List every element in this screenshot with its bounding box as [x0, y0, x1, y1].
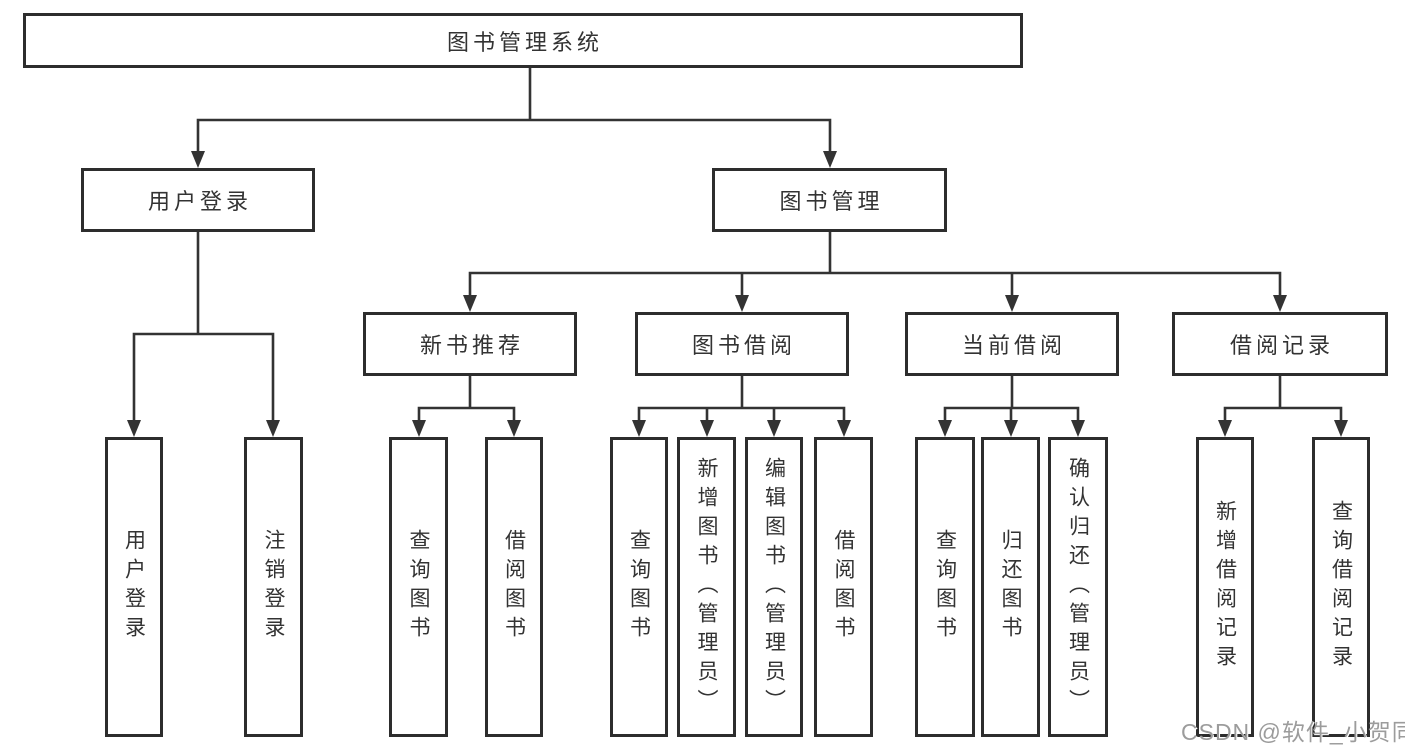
leaf-label: 新增图书（管理员）: [695, 456, 718, 718]
node-book-management: 图书管理: [712, 168, 947, 232]
leaf-query-books-current: 查询图书: [915, 437, 975, 737]
node-user-login: 用户登录: [81, 168, 315, 232]
node-label: 新书推荐: [419, 333, 524, 358]
arrow-down-icon: [632, 420, 646, 437]
arrow-down-icon: [1005, 295, 1019, 312]
arrow-down-icon: [412, 420, 426, 437]
leaf-label: 注销登录: [262, 529, 285, 645]
arrow-down-icon: [127, 420, 141, 437]
arrow-down-icon: [700, 420, 714, 437]
leaf-label: 查询图书: [933, 529, 957, 645]
node-label: 图书借阅: [691, 333, 796, 358]
arrow-down-icon: [735, 295, 749, 312]
node-label: 图书管理: [779, 189, 884, 214]
leaf-user-login: 用户登录: [105, 437, 163, 737]
arrow-down-icon: [266, 420, 280, 437]
leaf-add-books-admin: 新增图书（管理员）: [677, 437, 736, 737]
leaf-edit-books-admin: 编辑图书（管理员）: [745, 437, 803, 737]
leaf-confirm-return-admin: 确认归还（管理员）: [1048, 437, 1108, 737]
leaf-label: 编辑图书（管理员）: [762, 456, 786, 718]
leaf-return-books: 归还图书: [981, 437, 1040, 737]
leaf-logout-login: 注销登录: [244, 437, 303, 737]
arrow-down-icon: [1273, 295, 1287, 312]
leaf-borrow-books-recommend: 借阅图书: [485, 437, 543, 737]
leaf-label: 用户登录: [122, 529, 146, 645]
watermark: CSDN @软件_小贺同学: [1181, 719, 1405, 745]
leaf-borrow-books: 借阅图书: [814, 437, 873, 737]
leaf-label: 归还图书: [999, 529, 1022, 645]
leaf-query-books-borrow: 查询图书: [610, 437, 668, 737]
leaf-label: 查询图书: [627, 529, 651, 645]
leaf-label: 查询图书: [407, 529, 430, 645]
leaf-label: 确认归还（管理员）: [1066, 456, 1090, 718]
node-label: 用户登录: [147, 189, 252, 214]
node-label: 当前借阅: [961, 333, 1066, 358]
leaf-add-borrow-record: 新增借阅记录: [1196, 437, 1254, 737]
node-root-system: 图书管理系统: [23, 13, 1023, 68]
leaf-label: 借阅图书: [502, 529, 526, 645]
leaf-query-borrow-record: 查询借阅记录: [1312, 437, 1370, 737]
arrow-down-icon: [1218, 420, 1232, 437]
node-borrow-records: 借阅记录: [1172, 312, 1388, 376]
arrow-down-icon: [1334, 420, 1348, 437]
leaf-label: 新增借阅记录: [1213, 500, 1237, 674]
node-label: 借阅记录: [1229, 333, 1334, 358]
arrow-down-icon: [1004, 420, 1018, 437]
arrow-down-icon: [507, 420, 521, 437]
arrow-down-icon: [767, 420, 781, 437]
leaf-query-books-recommend: 查询图书: [389, 437, 448, 737]
arrow-down-icon: [463, 295, 477, 312]
arrow-down-icon: [191, 151, 205, 168]
leaf-label: 借阅图书: [832, 529, 855, 645]
arrow-down-icon: [837, 420, 851, 437]
node-label: 图书管理系统: [446, 29, 603, 55]
leaf-label: 查询借阅记录: [1329, 500, 1353, 674]
node-new-book-recommend: 新书推荐: [363, 312, 577, 376]
arrow-down-icon: [823, 151, 837, 168]
node-book-borrow: 图书借阅: [635, 312, 849, 376]
arrow-down-icon: [938, 420, 952, 437]
arrow-down-icon: [1071, 420, 1085, 437]
node-current-borrow: 当前借阅: [905, 312, 1119, 376]
